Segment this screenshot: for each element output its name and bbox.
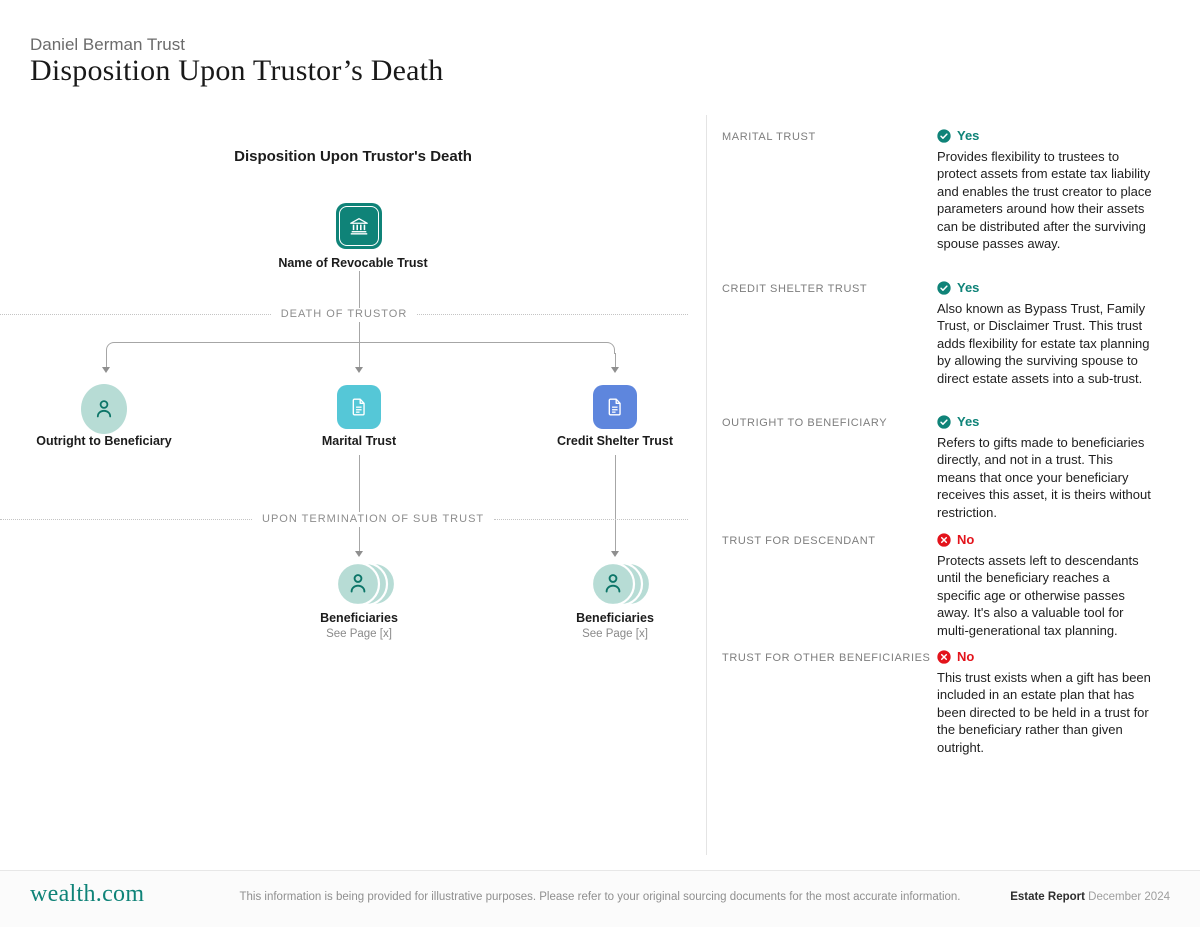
beneficiaries-label: Beneficiaries — [576, 611, 654, 625]
section-content: Yes Refers to gifts made to beneficiarie… — [937, 414, 1154, 521]
section-body: Protects assets left to descendants unti… — [937, 553, 1139, 638]
panel-divider — [706, 115, 707, 855]
check-circle-icon — [937, 128, 951, 143]
section-content: Yes Also known as Bypass Trust, Family T… — [937, 280, 1154, 387]
section-content: No Protects assets left to descendants u… — [937, 532, 1154, 639]
arrowhead — [102, 367, 110, 373]
connector-drop-right — [614, 353, 616, 368]
arrowhead — [610, 367, 619, 373]
bank-icon — [350, 218, 368, 235]
marital-trust-node — [337, 385, 381, 429]
page-title: Disposition Upon Trustor’s Death — [30, 54, 444, 87]
revocable-trust-label: Name of Revocable Trust — [278, 256, 428, 270]
dotted-line — [417, 313, 688, 315]
status-text: Yes — [957, 128, 980, 143]
section-label: MARITAL TRUST — [722, 131, 816, 143]
dotted-line — [494, 518, 688, 520]
connector-marital — [358, 455, 360, 512]
status-text: No — [957, 532, 975, 547]
connector-drop-center — [358, 343, 360, 368]
status-badge: Yes — [937, 128, 1154, 143]
connector-drop-left — [106, 353, 107, 368]
section-body: Also known as Bypass Trust, Family Trust… — [937, 301, 1150, 386]
arrowhead — [354, 551, 363, 557]
branch-label: Outright to Beneficiary — [36, 434, 172, 448]
check-circle-icon — [937, 280, 951, 295]
divider-label: DEATH OF TRUSTOR — [280, 308, 408, 320]
report-info: Estate Report December 2024 — [1010, 891, 1170, 903]
trust-name: Daniel Berman Trust — [30, 35, 185, 54]
report-date: December 2024 — [1088, 891, 1170, 903]
report-name: Estate Report — [1010, 891, 1085, 903]
panel-section-marital-trust: MARITAL TRUST Yes Provides flexibility t… — [722, 128, 1154, 252]
wealth-com-logo: wealth.com — [30, 881, 145, 907]
x-circle-icon — [937, 649, 951, 664]
status-badge: No — [937, 532, 1154, 547]
dotted-line — [0, 518, 252, 520]
connector-stem — [358, 322, 360, 343]
people-stack-icon — [591, 561, 651, 607]
footer-disclaimer: This information is being provided for i… — [239, 891, 961, 903]
revocable-trust-node — [336, 203, 382, 249]
credit-shelter-trust-node — [593, 385, 637, 429]
connector-root — [358, 271, 360, 308]
status-badge: No — [937, 649, 1154, 664]
section-label: CREDIT SHELTER TRUST — [722, 283, 868, 295]
termination-divider: UPON TERMINATION OF SUB TRUST — [0, 513, 688, 525]
connector-branch — [106, 342, 615, 354]
people-stack-icon — [336, 561, 396, 607]
section-content: No This trust exists when a gift has bee… — [937, 649, 1154, 756]
section-label: OUTRIGHT TO BENEFICIARY — [722, 417, 888, 429]
beneficiaries-label: Beneficiaries — [320, 611, 398, 625]
branch-label: Marital Trust — [321, 434, 397, 448]
arrowhead — [354, 367, 363, 373]
section-body: Provides flexibility to trustees to prot… — [937, 149, 1152, 252]
diagram-title: Disposition Upon Trustor's Death — [234, 148, 472, 165]
panel-section-credit-shelter-trust: CREDIT SHELTER TRUST Yes Also known as B… — [722, 280, 1154, 387]
see-page-note: See Page [x] — [582, 628, 648, 640]
status-badge: Yes — [937, 414, 1154, 429]
status-text: No — [957, 649, 975, 664]
connector-marital-lower — [358, 527, 360, 552]
panel-section-outright-to-beneficiary: OUTRIGHT TO BENEFICIARY Yes Refers to gi… — [722, 414, 1154, 521]
section-body: This trust exists when a gift has been i… — [937, 670, 1151, 755]
see-page-note: See Page [x] — [326, 628, 392, 640]
status-text: Yes — [957, 414, 980, 429]
section-label: TRUST FOR DESCENDANT — [722, 535, 876, 547]
section-content: Yes Provides flexibility to trustees to … — [937, 128, 1154, 252]
footer — [0, 870, 1200, 927]
person-icon — [96, 400, 112, 418]
panel-section-trust-for-descendant: TRUST FOR DESCENDANT No Protects assets … — [722, 532, 1154, 639]
document-icon — [352, 398, 365, 416]
status-text: Yes — [957, 280, 980, 295]
panel-section-trust-for-other-beneficiaries: TRUST FOR OTHER BENEFICIARIES No This tr… — [722, 649, 1154, 756]
divider-label: UPON TERMINATION OF SUB TRUST — [262, 513, 485, 525]
status-badge: Yes — [937, 280, 1154, 295]
check-circle-icon — [937, 414, 951, 429]
node-ring — [339, 206, 379, 246]
dotted-line — [0, 313, 271, 315]
document-icon — [608, 398, 621, 416]
section-body: Refers to gifts made to beneficiaries di… — [937, 435, 1151, 520]
outright-to-beneficiary-node — [81, 384, 127, 434]
connector-credit — [614, 455, 616, 552]
arrowhead — [610, 551, 619, 557]
branch-label: Credit Shelter Trust — [557, 434, 673, 448]
section-label: TRUST FOR OTHER BENEFICIARIES — [722, 652, 931, 664]
x-circle-icon — [937, 532, 951, 547]
death-of-trustor-divider: DEATH OF TRUSTOR — [0, 308, 688, 320]
